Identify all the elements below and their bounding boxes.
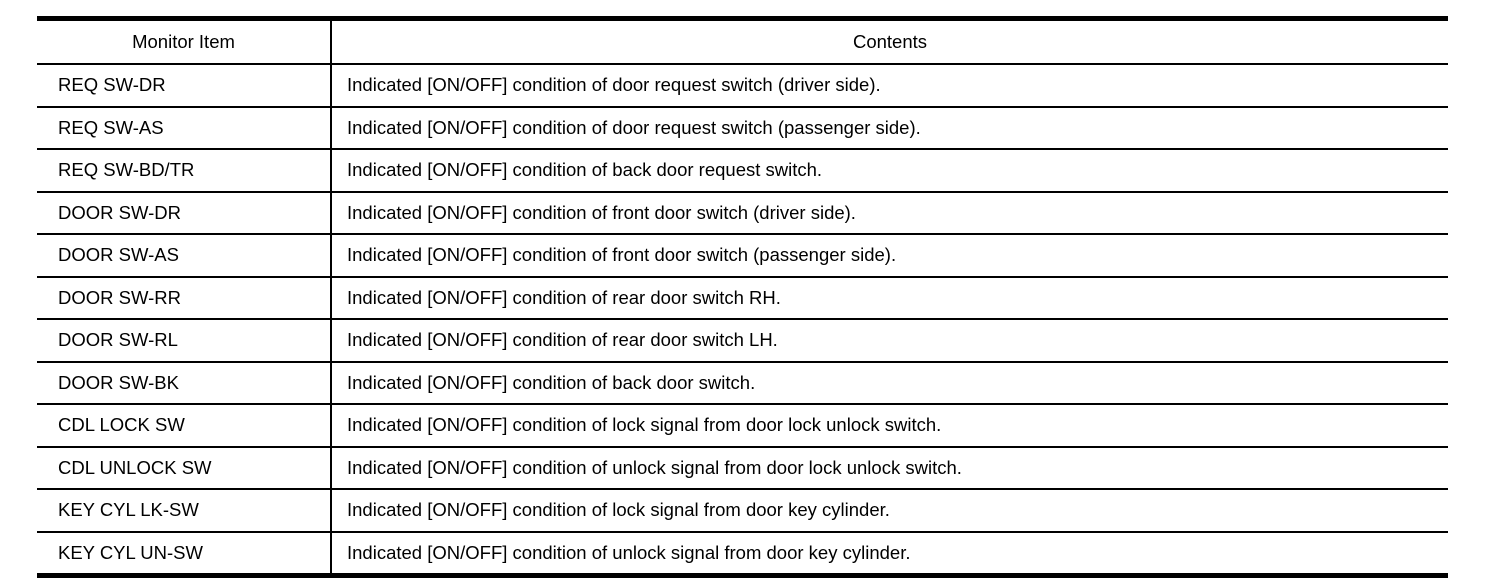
monitor-item-table: Monitor Item Contents REQ SW-DR Indicate…: [37, 16, 1448, 578]
table-row: DOOR SW-DR Indicated [ON/OFF] condition …: [37, 191, 1448, 235]
table-row: REQ SW-BD/TR Indicated [ON/OFF] conditio…: [37, 149, 1448, 193]
monitor-item-cell: DOOR SW-BK: [37, 361, 332, 405]
contents-cell: Indicated [ON/OFF] condition of rear doo…: [331, 319, 1448, 363]
contents-cell: Indicated [ON/OFF] condition of lock sig…: [331, 489, 1448, 533]
header-row: Monitor Item Contents: [37, 18, 1448, 65]
contents-cell: Indicated [ON/OFF] condition of lock sig…: [331, 404, 1448, 448]
table-row: DOOR SW-AS Indicated [ON/OFF] condition …: [37, 234, 1448, 278]
monitor-item-cell: REQ SW-DR: [37, 64, 332, 108]
monitor-item-cell: DOOR SW-AS: [37, 234, 332, 278]
monitor-item-cell: REQ SW-AS: [37, 106, 332, 150]
monitor-item-cell: KEY CYL LK-SW: [37, 489, 332, 533]
contents-cell: Indicated [ON/OFF] condition of rear doo…: [331, 276, 1448, 320]
column-header-monitor-item: Monitor Item: [37, 18, 332, 65]
table-row: CDL UNLOCK SW Indicated [ON/OFF] conditi…: [37, 446, 1448, 490]
monitor-item-cell: DOOR SW-RR: [37, 276, 332, 320]
monitor-item-cell: CDL LOCK SW: [37, 404, 332, 448]
column-header-contents: Contents: [331, 18, 1448, 65]
table-row: DOOR SW-RL Indicated [ON/OFF] condition …: [37, 319, 1448, 363]
monitor-item-cell: DOOR SW-RL: [37, 319, 332, 363]
monitor-item-cell: REQ SW-BD/TR: [37, 149, 332, 193]
table-row: KEY CYL LK-SW Indicated [ON/OFF] conditi…: [37, 489, 1448, 533]
contents-cell: Indicated [ON/OFF] condition of back doo…: [331, 361, 1448, 405]
monitor-item-cell: DOOR SW-DR: [37, 191, 332, 235]
monitor-item-cell: CDL UNLOCK SW: [37, 446, 332, 490]
monitor-item-cell: KEY CYL UN-SW: [37, 531, 332, 577]
table-row: REQ SW-AS Indicated [ON/OFF] condition o…: [37, 106, 1448, 150]
contents-cell: Indicated [ON/OFF] condition of front do…: [331, 191, 1448, 235]
contents-cell: Indicated [ON/OFF] condition of unlock s…: [331, 531, 1448, 577]
table-row: REQ SW-DR Indicated [ON/OFF] condition o…: [37, 64, 1448, 108]
table-row: CDL LOCK SW Indicated [ON/OFF] condition…: [37, 404, 1448, 448]
contents-cell: Indicated [ON/OFF] condition of back doo…: [331, 149, 1448, 193]
contents-cell: Indicated [ON/OFF] condition of door req…: [331, 64, 1448, 108]
contents-cell: Indicated [ON/OFF] condition of front do…: [331, 234, 1448, 278]
table-row: DOOR SW-RR Indicated [ON/OFF] condition …: [37, 276, 1448, 320]
contents-cell: Indicated [ON/OFF] condition of unlock s…: [331, 446, 1448, 490]
contents-cell: Indicated [ON/OFF] condition of door req…: [331, 106, 1448, 150]
table-row: KEY CYL UN-SW Indicated [ON/OFF] conditi…: [37, 531, 1448, 577]
table-row: DOOR SW-BK Indicated [ON/OFF] condition …: [37, 361, 1448, 405]
